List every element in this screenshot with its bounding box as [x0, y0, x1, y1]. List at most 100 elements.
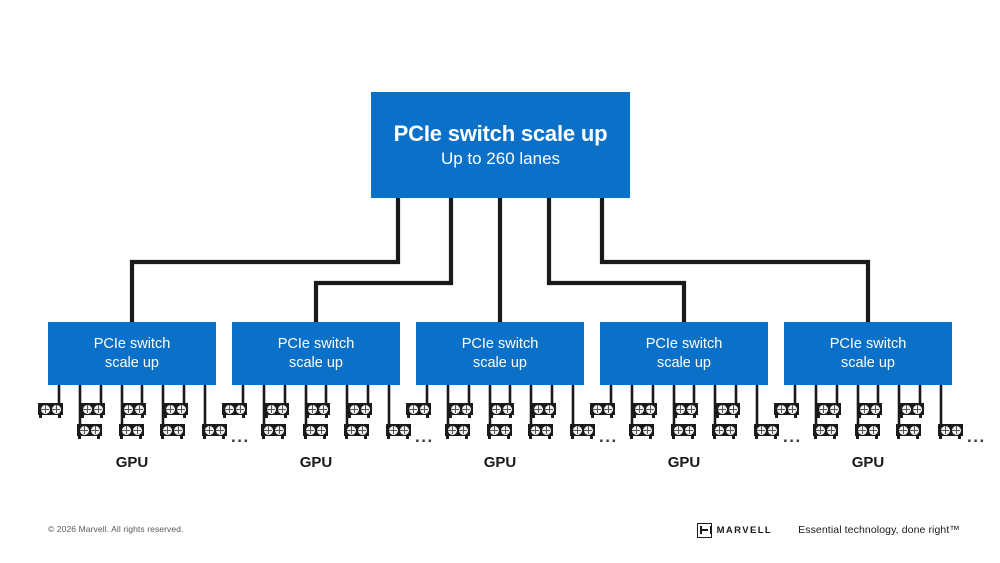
gpu-fan-icon — [776, 404, 786, 414]
gpu-bracket — [180, 435, 183, 439]
gpu-bracket — [488, 435, 491, 439]
gpu-icon — [570, 424, 595, 439]
gpu-bracket — [367, 414, 370, 418]
gpu-bracket — [203, 435, 206, 439]
wire-root-to-leaf-1 — [129, 198, 401, 322]
leaf-switch-line2: scale up — [288, 354, 343, 371]
gpu-bracket — [716, 414, 719, 418]
gpu-bracket — [858, 414, 861, 418]
gpu-group-caption-4: GPU — [667, 454, 701, 471]
gpu-bracket — [571, 435, 574, 439]
gpu-bracket — [529, 435, 532, 439]
gpu-fan-icon — [132, 425, 142, 435]
gpu-bracket — [833, 435, 836, 439]
leaf-switch-line2: scale up — [104, 354, 159, 371]
leaf-pcie-switch-box-1[interactable]: PCIe switch scale up — [48, 322, 216, 385]
gpu-bracket — [732, 435, 735, 439]
gpu-group-caption-3: GPU — [483, 454, 517, 471]
gpu-bracket — [465, 435, 468, 439]
gpu-bracket — [774, 435, 777, 439]
gpu-icon — [896, 424, 921, 439]
gpu-icon — [938, 424, 963, 439]
gpu-fan-icon — [489, 425, 499, 435]
gpu-bracket — [164, 414, 167, 418]
gpu-icon — [38, 403, 63, 418]
gpu-fan-icon — [235, 404, 245, 414]
gpu-bracket — [325, 414, 328, 418]
gpu-bracket — [306, 414, 309, 418]
gpu-icon — [487, 424, 512, 439]
gpu-icon — [386, 424, 411, 439]
gpu-fan-icon — [714, 425, 724, 435]
gpu-icon — [406, 403, 431, 418]
gpu-fan-icon — [767, 425, 777, 435]
gpu-fan-icon — [717, 404, 727, 414]
gpu-icon — [531, 403, 556, 418]
gpu-icon — [673, 403, 698, 418]
gpu-fan-icon — [912, 404, 922, 414]
gpu-icon — [261, 424, 286, 439]
leaf-pcie-switch-box-2[interactable]: PCIe switch scale up — [232, 322, 400, 385]
gpu-fan-icon — [307, 404, 317, 414]
gpu-ellipsis: ... — [415, 427, 434, 446]
gpu-bracket — [100, 414, 103, 418]
gpu-fan-icon — [533, 404, 543, 414]
gpu-fan-icon — [263, 425, 273, 435]
leaf-switch-line1: PCIe switch — [277, 335, 355, 352]
gpu-bracket — [735, 414, 738, 418]
root-pcie-switch-box[interactable]: PCIe switch scale up Up to 260 lanes — [371, 92, 630, 198]
gpu-bracket — [551, 414, 554, 418]
gpu-ellipsis: ... — [231, 427, 250, 446]
gpu-icon — [813, 424, 838, 439]
gpu-bracket — [775, 414, 778, 418]
gpu-icon — [344, 424, 369, 439]
gpu-bracket — [468, 414, 471, 418]
gpu-fan-icon — [349, 404, 359, 414]
marvell-logo-wordmark: MARVELL — [716, 524, 773, 536]
leaf-switch-line1: PCIe switch — [93, 335, 171, 352]
gpu-fan-icon — [645, 404, 655, 414]
gpu-icon — [347, 403, 372, 418]
gpu-icon — [712, 424, 737, 439]
gpu-icon — [119, 424, 144, 439]
gpu-bracket — [39, 414, 42, 418]
gpu-fan-icon — [826, 425, 836, 435]
marvell-logo-mark-icon — [696, 522, 712, 538]
gpu-fan-icon — [134, 404, 144, 414]
footer-tagline: Essential technology, done right™ — [798, 524, 960, 536]
gpu-icon — [528, 424, 553, 439]
gpu-fan-icon — [399, 425, 409, 435]
footer-brand: MARVELL Essential technology, done right… — [696, 521, 960, 539]
gpu-fan-icon — [274, 425, 284, 435]
gpu-fan-icon — [123, 404, 133, 414]
gpu-fan-icon — [870, 404, 880, 414]
gpu-fan-icon — [530, 425, 540, 435]
marvell-logo: MARVELL — [696, 522, 773, 538]
gpu-icon — [77, 424, 102, 439]
gpu-fan-icon — [173, 425, 183, 435]
gpu-fan-icon — [408, 404, 418, 414]
gpu-bracket — [262, 435, 265, 439]
gpu-fan-icon — [165, 404, 175, 414]
wire-root-to-leaf-4 — [546, 198, 687, 322]
gpu-fan-icon — [634, 404, 644, 414]
gpu-icon — [855, 424, 880, 439]
gpu-fan-icon — [51, 404, 61, 414]
gpu-ellipsis: ... — [783, 427, 802, 446]
gpu-fan-icon — [829, 404, 839, 414]
gpu-icon — [448, 403, 473, 418]
gpu-bracket — [97, 435, 100, 439]
gpu-fan-icon — [951, 425, 961, 435]
gpu-fan-icon — [756, 425, 766, 435]
gpu-bracket — [591, 414, 594, 418]
gpu-bracket — [222, 435, 225, 439]
gpu-bracket — [630, 435, 633, 439]
gpu-fan-icon — [215, 425, 225, 435]
gpu-fan-icon — [815, 425, 825, 435]
gpu-bracket — [794, 414, 797, 418]
root-switch-subtitle: Up to 260 lanes — [440, 149, 561, 169]
